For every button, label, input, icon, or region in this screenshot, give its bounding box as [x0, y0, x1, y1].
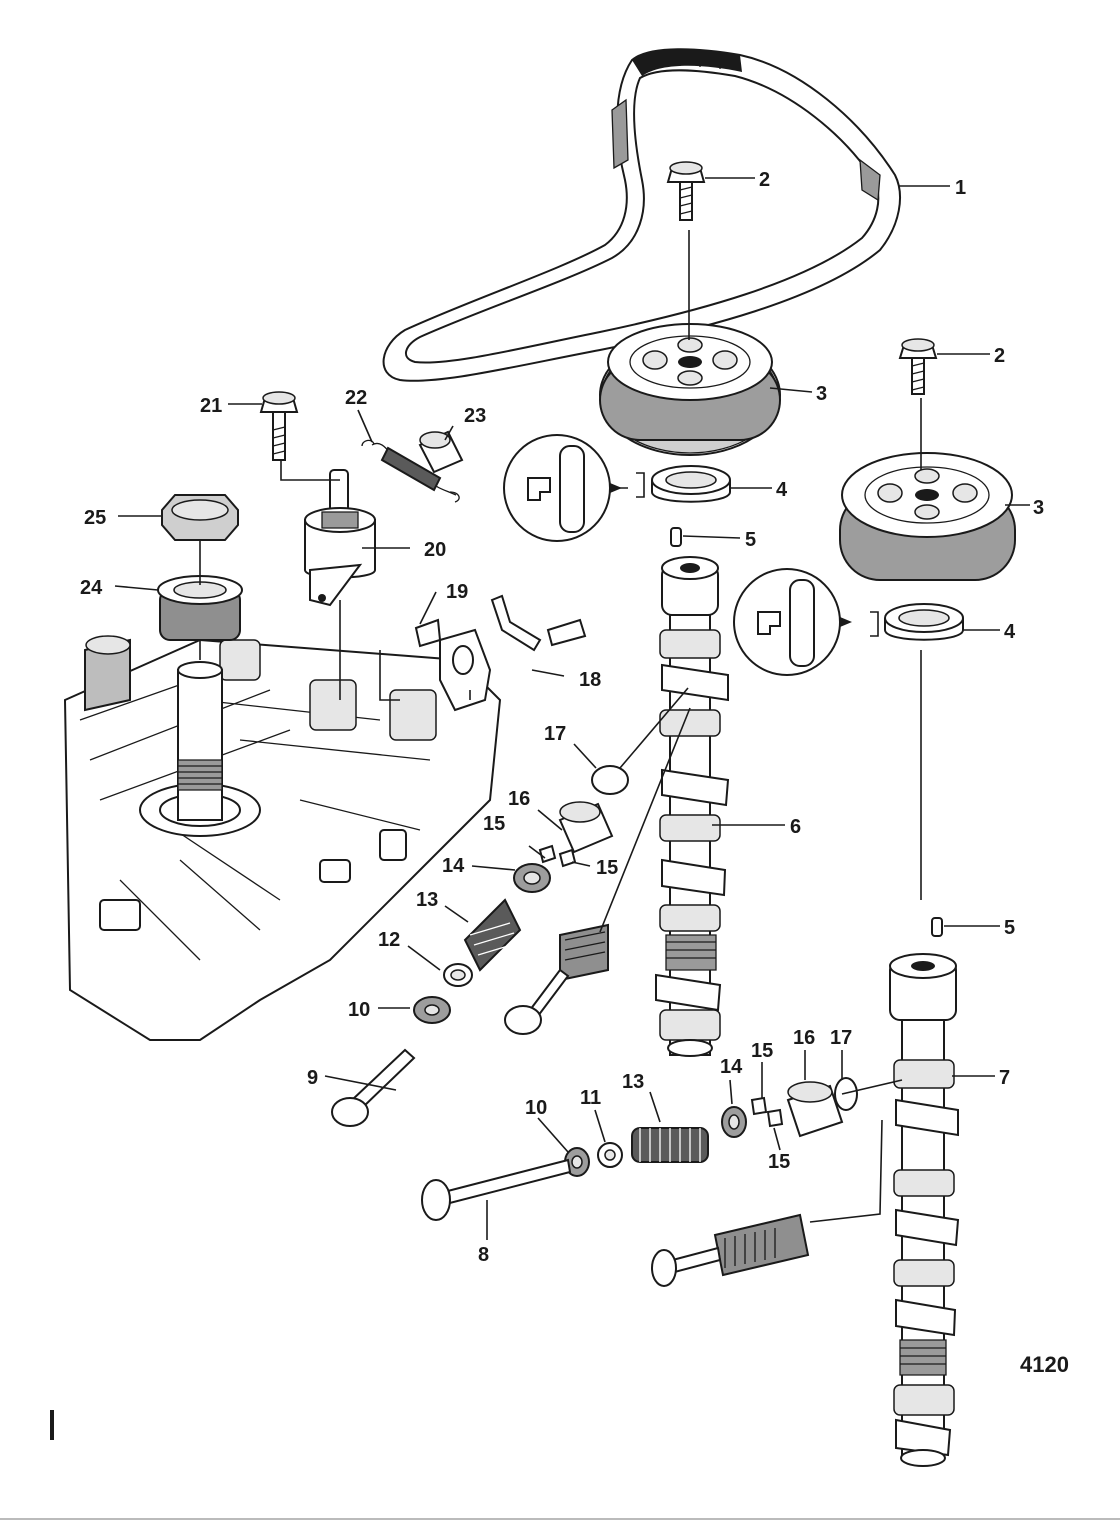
tensioner-sleeve: [418, 430, 464, 474]
callout-20: 20: [424, 539, 446, 561]
figure-number: 4120: [1020, 1352, 1069, 1377]
callout-13b: 13: [622, 1071, 644, 1093]
callout-15c: 15: [751, 1040, 773, 1062]
tensioner-bolt: [259, 391, 299, 461]
callout-9: 9: [307, 1067, 318, 1089]
lifter-cap-17: [591, 765, 629, 795]
callout-14b: 14: [720, 1056, 743, 1078]
callout-17a: 17: [544, 723, 566, 745]
callout-5a: 5: [745, 529, 756, 551]
bolt-right: [898, 338, 938, 395]
oil-seal-right: [870, 603, 964, 641]
callout-6: 6: [790, 816, 801, 838]
callout-11: 11: [580, 1087, 601, 1109]
tensioner-stopper-plate: [439, 628, 492, 712]
crankshaft-gear: [157, 575, 243, 641]
cylinder-head-block: [63, 635, 502, 1041]
callout-16b: 16: [793, 1027, 815, 1049]
timing-belt: [382, 48, 901, 382]
valve-stem-seal-11: [597, 1142, 623, 1168]
callout-23: 23: [464, 405, 486, 427]
callout-4a: 4: [776, 479, 788, 501]
callout-10b: 10: [525, 1097, 547, 1119]
callout-15a: 15: [483, 813, 505, 835]
callout-3a: 3: [816, 383, 827, 405]
valve-stem-seal-12: [443, 963, 473, 987]
callout-labels: 1 2 2 3 3 4 4 5 5 6 7 8 9 10 10 11 12 13…: [80, 169, 1044, 1266]
valve-8: [421, 1158, 572, 1221]
callout-15b: 15: [596, 857, 618, 879]
callout-22: 22: [345, 387, 367, 409]
callout-2a: 2: [759, 169, 770, 191]
callout-4b: 4: [1004, 621, 1016, 643]
key-right: [931, 917, 943, 937]
camshaft-right: [889, 953, 960, 1467]
callout-1: 1: [955, 177, 966, 199]
callout-3b: 3: [1033, 497, 1044, 519]
callout-24: 24: [80, 577, 103, 599]
clip-19: [414, 618, 442, 648]
assembled-valve-left: [504, 923, 609, 1035]
valve-keepers-15: [538, 844, 577, 868]
callout-25: 25: [84, 507, 106, 529]
detail-circle-left: [503, 434, 628, 542]
belt-tensioner: [304, 469, 376, 607]
spring-retainer-14: [513, 863, 551, 893]
bolt-upper: [666, 161, 706, 221]
callout-21: 21: [200, 395, 222, 417]
valve-spring-13b: [631, 1127, 709, 1163]
key-left: [670, 527, 682, 547]
lifter-cap-17b: [834, 1077, 858, 1111]
crankshaft-nut: [161, 494, 239, 541]
valve-9: [331, 1048, 416, 1127]
callout-15d: 15: [768, 1151, 790, 1173]
callout-10a: 10: [348, 999, 370, 1021]
callout-8: 8: [478, 1244, 489, 1266]
leader-lines: [114, 177, 1030, 1240]
lifter-bucket-16: [558, 801, 614, 854]
tensioner-bracket: [490, 594, 587, 652]
cam-sprocket-right: [839, 452, 1016, 581]
tensioner-spring: [361, 439, 460, 503]
callout-18: 18: [579, 669, 601, 691]
assembled-valve-right: [651, 1213, 810, 1287]
spring-retainer-14b: [721, 1106, 747, 1138]
callout-13a: 13: [416, 889, 438, 911]
oil-seal-left: [636, 465, 731, 503]
callout-7: 7: [999, 1067, 1010, 1089]
callout-12: 12: [378, 929, 400, 951]
valve-spring-13: [463, 898, 522, 972]
spring-seat-10a: [413, 996, 451, 1024]
callout-14a: 14: [442, 855, 465, 877]
spring-seat-10b: [564, 1147, 590, 1177]
cam-sprocket-left: [599, 323, 781, 456]
detail-circle-right: [733, 568, 852, 676]
valve-keepers-15b: [750, 1096, 784, 1128]
callout-19: 19: [446, 581, 468, 603]
callout-17b: 17: [830, 1027, 852, 1049]
callout-2b: 2: [994, 345, 1005, 367]
callout-16a: 16: [508, 788, 530, 810]
callout-5b: 5: [1004, 917, 1015, 939]
lifter-bucket-16b: [786, 1081, 844, 1138]
camshaft-left: [655, 556, 730, 1057]
margin-bar: [50, 1410, 54, 1440]
